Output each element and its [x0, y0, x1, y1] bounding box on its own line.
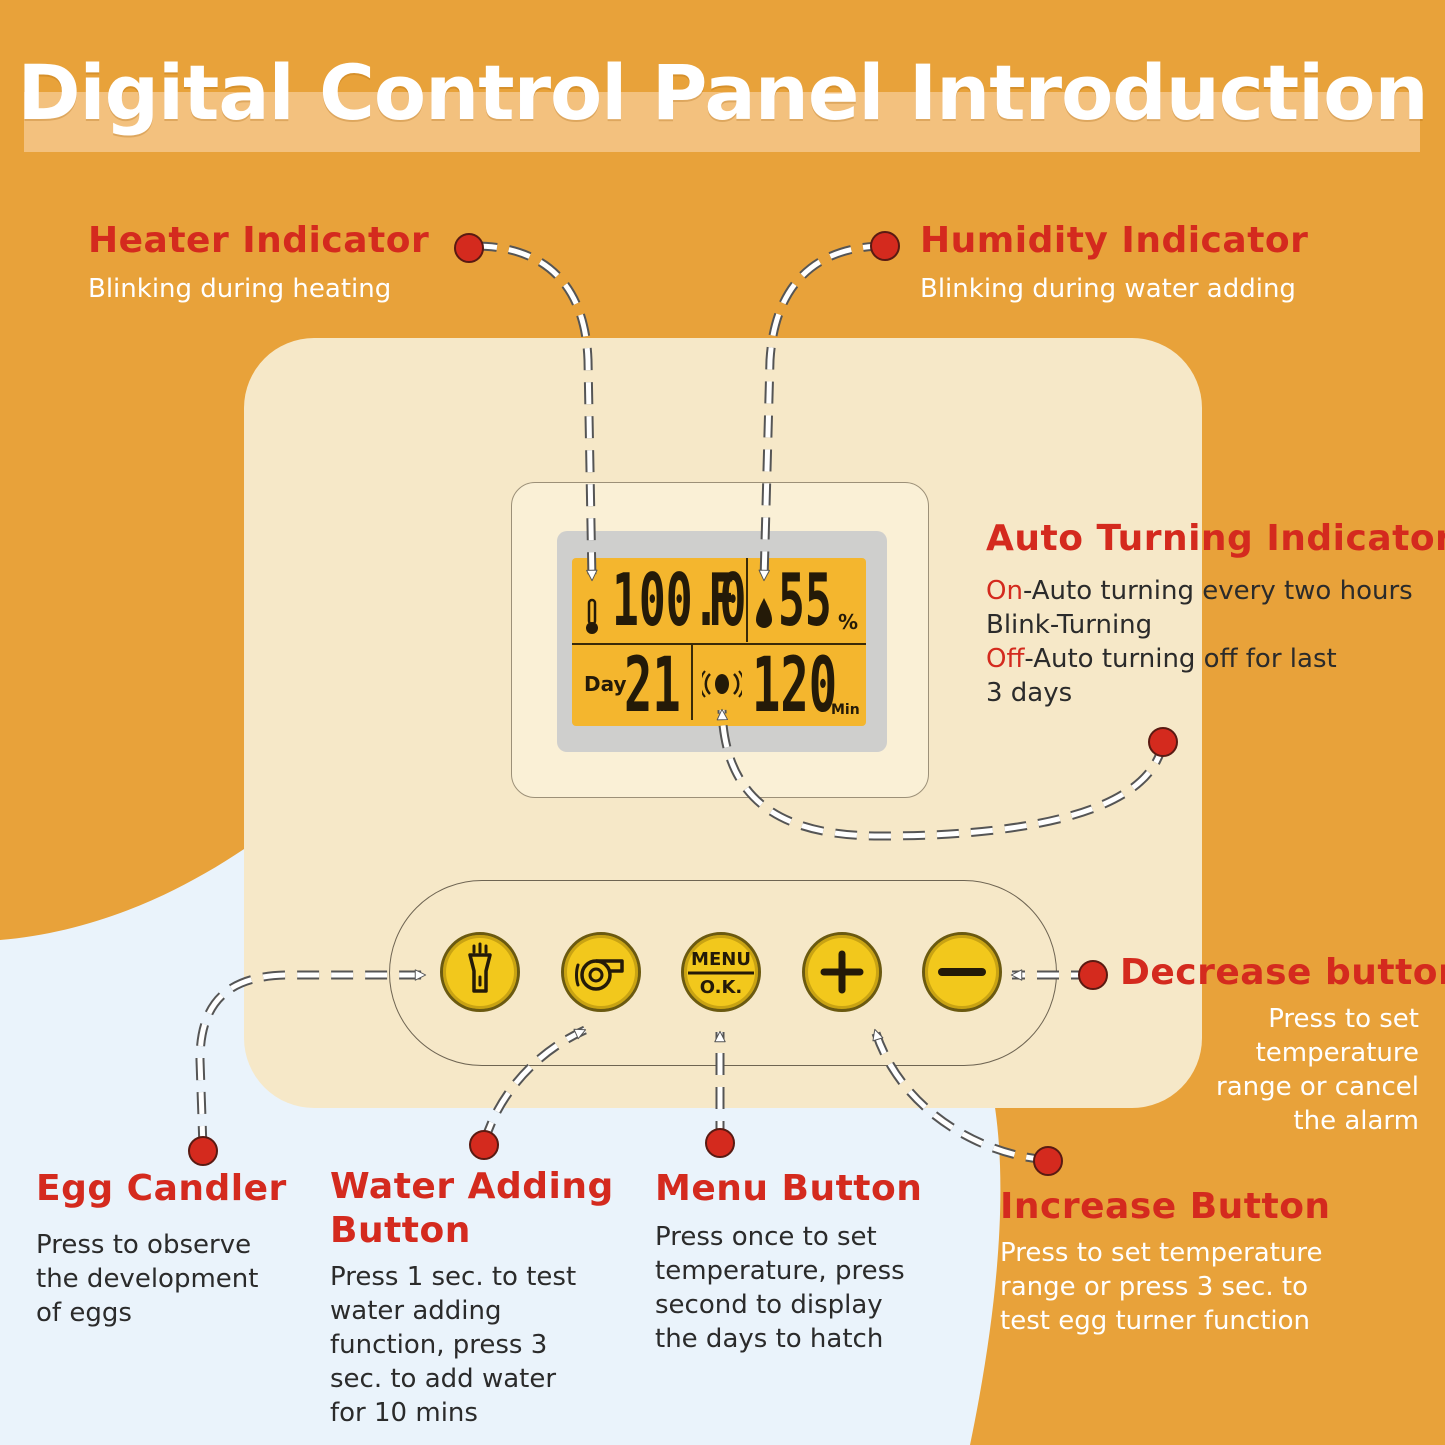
day-label: Day — [584, 672, 627, 696]
humidity-desc: Blinking during water adding — [920, 274, 1296, 304]
increase-desc-line: test egg turner function — [1000, 1306, 1311, 1336]
menu-ok-button[interactable]: MENU O.K. — [681, 932, 761, 1012]
water-adding-desc-line: water adding — [330, 1296, 502, 1326]
decrease-desc-line: temperature — [1255, 1038, 1419, 1068]
menu-heading: Menu Button — [655, 1168, 923, 1209]
water-pump-icon — [575, 959, 624, 991]
lcd-dividers — [572, 558, 866, 720]
heater-heading: Heater Indicator — [88, 220, 430, 261]
egg-turning-icon — [702, 670, 742, 698]
decrease-button[interactable] — [922, 932, 1002, 1012]
minutes-unit: Min — [831, 702, 860, 718]
menu-desc-line: Press once to set — [655, 1222, 877, 1252]
auto-turning-heading: Auto Turning Indicator — [986, 518, 1445, 559]
off-keyword: Off — [986, 644, 1025, 674]
water-adding-desc-line: sec. to add water — [330, 1364, 557, 1394]
off-description: -Auto turning off for last — [1024, 644, 1337, 674]
lcd-display — [572, 558, 866, 726]
auto-turning-line-2: Blink-Turning — [986, 610, 1153, 640]
on-description: -Auto turning every two hours — [1022, 576, 1413, 606]
temperature-unit: F — [708, 558, 735, 642]
egg-candler-desc-line: the development — [36, 1264, 259, 1294]
humidity-drop-icon — [756, 598, 772, 628]
humidity-unit: % — [838, 610, 859, 634]
decrease-desc-line: the alarm — [1293, 1106, 1419, 1136]
decrease-desc: Press to set temperature range or cancel… — [1216, 1002, 1419, 1138]
increase-button[interactable] — [802, 932, 882, 1012]
increase-desc-line: Press to set temperature — [1000, 1238, 1323, 1268]
page-title: Digital Control Panel Introduction — [17, 48, 1428, 137]
decrease-desc-line: Press to set — [1268, 1004, 1419, 1034]
auto-turning-line-3: Off-Auto turning off for last — [986, 642, 1337, 676]
auto-turning-line-4: 3 days — [986, 678, 1073, 708]
decrease-desc-line: range or cancel — [1216, 1072, 1419, 1102]
temperature-readout: 100.0 — [612, 558, 747, 642]
humidity-readout: 55 — [778, 558, 832, 642]
menu-desc-line: temperature, press — [655, 1256, 905, 1286]
egg-candler-desc-line: of eggs — [36, 1298, 132, 1328]
menu-desc-line: the days to hatch — [655, 1324, 884, 1354]
menu-desc-line: second to display — [655, 1290, 883, 1320]
orange-corner — [985, 1090, 1445, 1445]
heater-desc: Blinking during heating — [88, 274, 392, 304]
increase-desc: Press to set temperature range or press … — [1000, 1236, 1323, 1338]
water-adding-desc: Press 1 sec. to test water adding functi… — [330, 1260, 576, 1430]
menu-desc: Press once to set temperature, press sec… — [655, 1220, 905, 1356]
egg-candler-desc-line: Press to observe — [36, 1230, 252, 1260]
plus-icon — [820, 950, 864, 994]
flashlight-icon — [468, 942, 492, 993]
water-adding-desc-line: function, press 3 — [330, 1330, 548, 1360]
title-band — [24, 92, 1420, 152]
thermometer-icon — [586, 598, 598, 634]
menu-label: MENU — [691, 949, 751, 970]
increase-heading: Increase Button — [1000, 1186, 1331, 1227]
water-adding-desc-line: for 10 mins — [330, 1398, 478, 1428]
menu-ok-divider — [688, 971, 754, 975]
minus-icon — [938, 968, 986, 976]
on-keyword: On — [986, 576, 1023, 606]
egg-candler-heading: Egg Candler — [36, 1168, 287, 1209]
egg-candler-desc: Press to observe the development of eggs — [36, 1228, 258, 1330]
water-adding-heading-2: Button — [330, 1210, 471, 1251]
minutes-readout: 120 — [752, 640, 838, 729]
water-adding-heading-1: Water Adding — [330, 1166, 614, 1207]
water-adding-button[interactable] — [561, 932, 641, 1012]
ok-label: O.K. — [699, 977, 743, 998]
increase-desc-line: range or press 3 sec. to — [1000, 1272, 1308, 1302]
water-adding-desc-line: Press 1 sec. to test — [330, 1262, 577, 1292]
decrease-heading: Decrease button — [1120, 952, 1445, 993]
auto-turning-line-1: On-Auto turning every two hours — [986, 574, 1413, 608]
egg-candler-button[interactable] — [440, 932, 520, 1012]
humidity-heading: Humidity Indicator — [920, 220, 1309, 261]
day-readout: 21 — [624, 640, 681, 729]
